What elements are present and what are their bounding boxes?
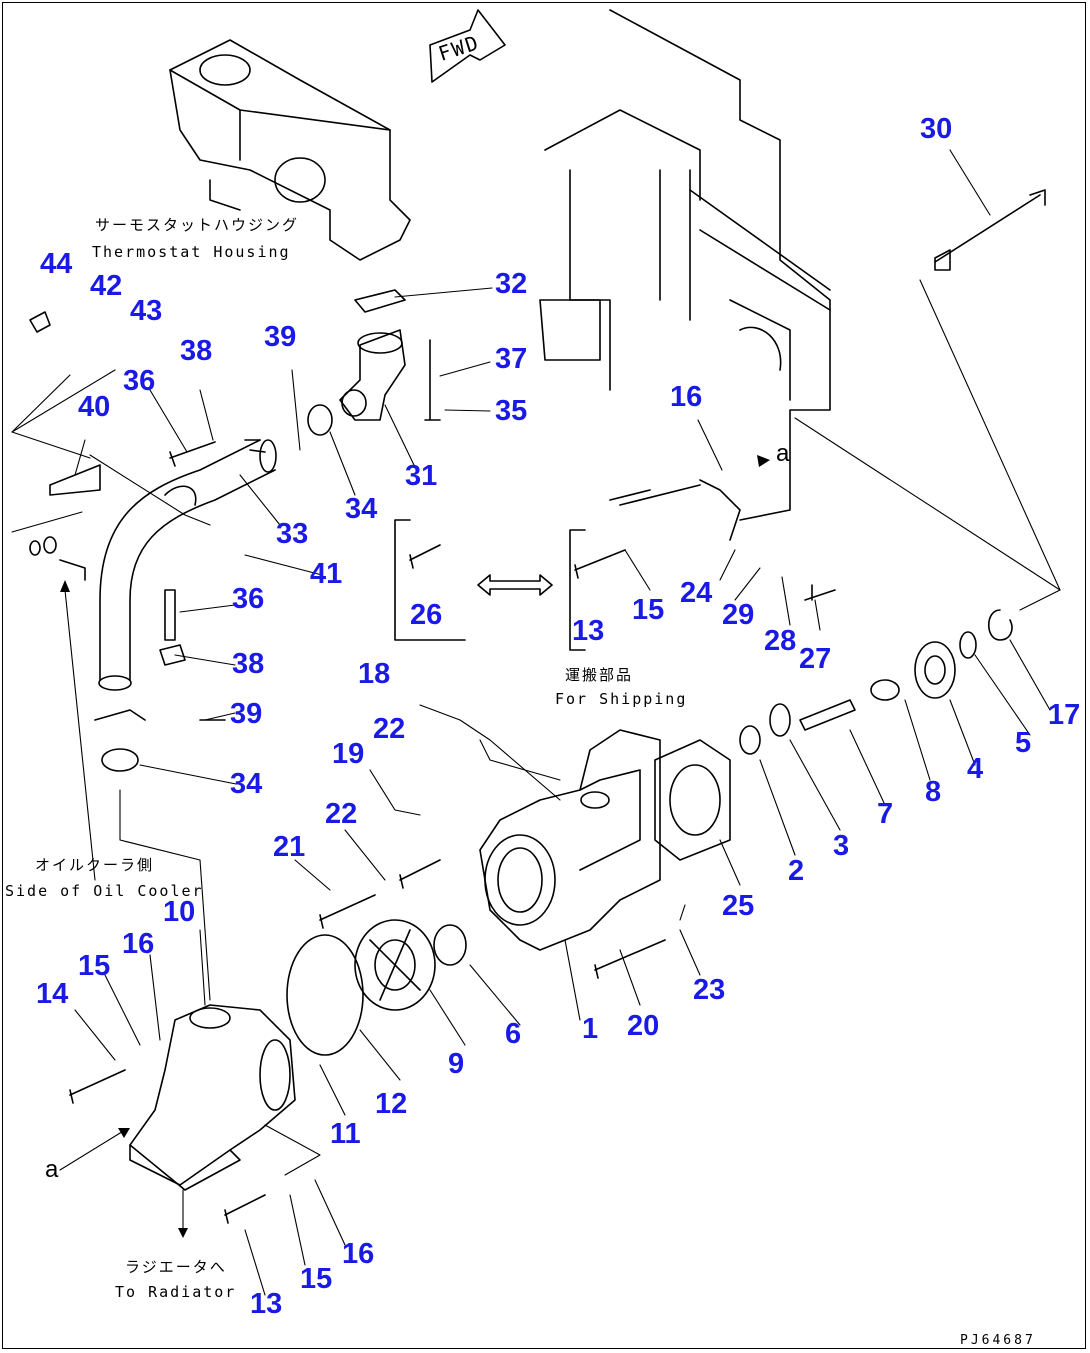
part-number: 36 xyxy=(232,583,265,615)
part-number: 28 xyxy=(764,625,797,657)
part-number: 26 xyxy=(410,599,443,631)
pump-body xyxy=(479,729,661,951)
part-number: 5 xyxy=(1015,727,1032,759)
part-number: 25 xyxy=(722,890,755,922)
part-number: 7 xyxy=(877,798,894,830)
part-number: 16 xyxy=(122,928,155,960)
shipping-brackets xyxy=(394,519,586,651)
part-number: 33 xyxy=(276,518,309,550)
arrowheads xyxy=(60,455,770,1238)
leader-lines xyxy=(11,149,1061,1296)
part-number: 37 xyxy=(495,343,528,375)
part-number: 15 xyxy=(78,950,111,982)
oil-cooler-label-jp: オイルクーラ側 xyxy=(35,856,155,874)
part-number: 41 xyxy=(310,558,343,590)
part-number: 15 xyxy=(632,594,665,626)
part-number: 44 xyxy=(40,248,73,280)
part-number: 2 xyxy=(788,855,805,887)
shipping-label-en: For Shipping xyxy=(555,690,688,708)
part-number: 20 xyxy=(627,1010,660,1042)
part-number: 6 xyxy=(505,1018,522,1050)
fwd-arrow-icon xyxy=(429,9,506,83)
part-number: 32 xyxy=(495,268,528,300)
part-number: 15 xyxy=(300,1263,333,1295)
part-number: 9 xyxy=(448,1048,465,1080)
part-number: 36 xyxy=(123,365,156,397)
thermostat-label-en: Thermostat Housing xyxy=(92,243,291,261)
radiator-label-jp: ラジエータへ xyxy=(125,1258,227,1276)
part-number: 16 xyxy=(342,1238,375,1270)
part-number: 43 xyxy=(130,295,163,327)
part-number: 17 xyxy=(1048,699,1081,731)
elbow-31 xyxy=(307,289,406,436)
part-number: 24 xyxy=(680,577,713,609)
part-number: 23 xyxy=(693,974,726,1006)
thermostat-label-jp: サーモスタットハウジング xyxy=(95,216,300,234)
part-number: 10 xyxy=(163,896,196,928)
part-number: 40 xyxy=(78,391,111,423)
part-number: 4 xyxy=(967,753,984,785)
part-number: 30 xyxy=(920,113,953,145)
part-number: 21 xyxy=(273,831,306,863)
part-number: 8 xyxy=(925,776,942,808)
part-number: 11 xyxy=(330,1118,361,1150)
elbow-10 xyxy=(129,1004,296,1191)
radiator-label-en: To Radiator xyxy=(115,1283,237,1301)
oil-cooler-label-en: Side of Oil Cooler xyxy=(5,882,204,900)
part-number: 3 xyxy=(833,830,850,862)
shipping-label-jp: 運搬部品 xyxy=(565,666,634,684)
part-number: 34 xyxy=(345,493,378,525)
part-number: 39 xyxy=(230,698,263,730)
part-number: 38 xyxy=(180,335,213,367)
part-number: 42 xyxy=(90,270,123,302)
part-number: 38 xyxy=(232,648,265,680)
view-marker-a: a xyxy=(45,1156,59,1183)
part-number: 22 xyxy=(373,713,406,745)
pipe-33 xyxy=(98,439,277,691)
pump-internal-parts xyxy=(739,609,1013,755)
part-number: 34 xyxy=(230,768,263,800)
impeller-9 xyxy=(286,919,467,1056)
view-marker-a: a xyxy=(776,440,790,467)
part-number: 35 xyxy=(495,395,528,427)
gasket-25 xyxy=(654,739,731,861)
part-number: 22 xyxy=(325,798,358,830)
part-number: 19 xyxy=(332,738,365,770)
part-number: 16 xyxy=(670,381,703,413)
drawing-code: PJ64687 xyxy=(960,1333,1036,1348)
part-number: 13 xyxy=(250,1288,283,1320)
part-number: 13 xyxy=(572,615,605,647)
part-number: 1 xyxy=(582,1013,599,1045)
part-number: 27 xyxy=(799,643,832,675)
part-number: 39 xyxy=(264,321,297,353)
part-number: 12 xyxy=(375,1088,408,1120)
part-number: 31 xyxy=(405,460,438,492)
part-number: 29 xyxy=(722,599,755,631)
thermostat-housing xyxy=(169,39,411,261)
engine-block xyxy=(539,9,831,541)
part-number: 14 xyxy=(36,978,69,1010)
fasteners xyxy=(29,189,1046,1224)
part-number: 18 xyxy=(358,658,391,690)
